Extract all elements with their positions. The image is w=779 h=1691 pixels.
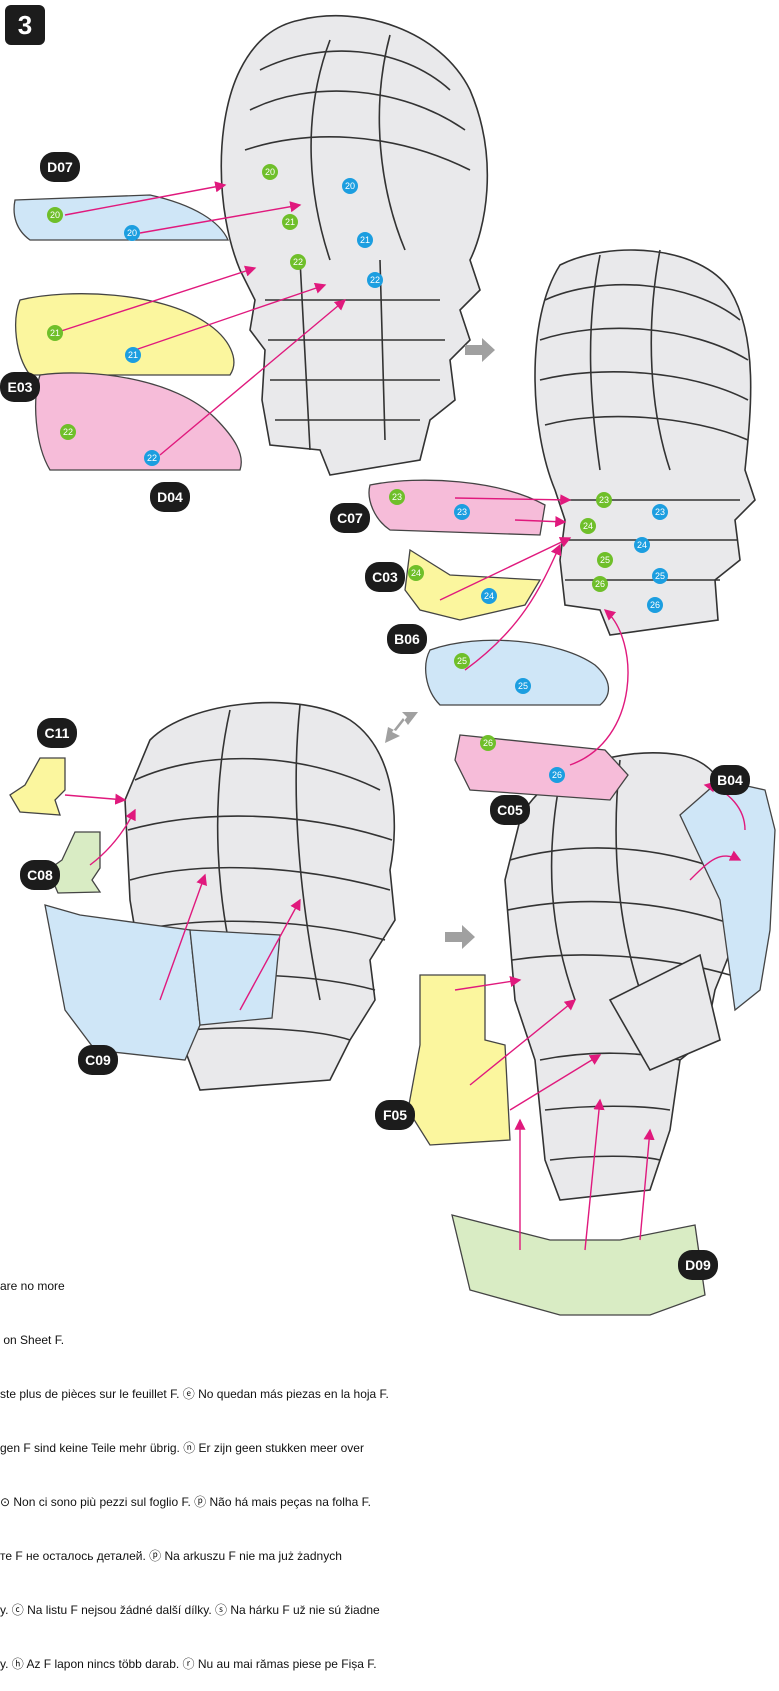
svg-text:26: 26 xyxy=(552,770,562,780)
part-c09-piece xyxy=(45,905,200,1060)
head-assembly-2 xyxy=(535,250,755,635)
note-line: gen F sind keine Teile mehr übrig. ⓝ Er … xyxy=(0,1439,460,1457)
note-line: are no more xyxy=(0,1277,460,1295)
part-d07-piece xyxy=(14,195,228,240)
svg-text:26: 26 xyxy=(595,579,605,589)
label-c07: C07 xyxy=(337,510,363,526)
svg-text:20: 20 xyxy=(127,228,137,238)
note-line: on Sheet F. xyxy=(0,1331,460,1349)
svg-text:22: 22 xyxy=(370,275,380,285)
part-c11-piece xyxy=(10,758,65,815)
part-b06-piece xyxy=(426,640,609,705)
svg-text:25: 25 xyxy=(600,555,610,565)
note-line: те F не осталось деталей. ⓟ Na arkuszu F… xyxy=(0,1547,460,1565)
label-c11: C11 xyxy=(45,725,70,741)
label-d04: D04 xyxy=(157,489,183,505)
label-d09: D09 xyxy=(685,1257,711,1273)
svg-text:22: 22 xyxy=(63,427,73,437)
svg-text:26: 26 xyxy=(483,738,493,748)
svg-text:24: 24 xyxy=(637,540,647,550)
label-c03: C03 xyxy=(372,569,398,585)
svg-text:26: 26 xyxy=(650,600,660,610)
label-c05: C05 xyxy=(497,802,523,818)
svg-text:24: 24 xyxy=(583,521,593,531)
svg-text:25: 25 xyxy=(655,571,665,581)
label-d07: D07 xyxy=(47,159,73,175)
label-c09: C09 xyxy=(85,1052,111,1068)
svg-text:20: 20 xyxy=(50,210,60,220)
label-e03: E03 xyxy=(8,379,33,395)
note-line: ⊙ Non ci sono più pezzi sul foglio F. ⓟ … xyxy=(0,1493,460,1511)
svg-text:22: 22 xyxy=(293,257,303,267)
svg-text:24: 24 xyxy=(484,591,494,601)
label-b04: B04 xyxy=(717,772,743,788)
part-d09-piece xyxy=(452,1215,705,1315)
label-f05: F05 xyxy=(383,1107,407,1123)
svg-text:23: 23 xyxy=(599,495,609,505)
part-f05-piece xyxy=(408,975,510,1145)
label-c08: C08 xyxy=(27,867,53,883)
svg-text:25: 25 xyxy=(518,681,528,691)
part-c09-piece-b xyxy=(190,930,280,1025)
svg-text:24: 24 xyxy=(411,568,421,578)
svg-text:21: 21 xyxy=(360,235,370,245)
svg-text:21: 21 xyxy=(128,350,138,360)
svg-text:20: 20 xyxy=(265,167,275,177)
svg-text:20: 20 xyxy=(345,181,355,191)
svg-text:21: 21 xyxy=(50,328,60,338)
svg-text:23: 23 xyxy=(457,507,467,517)
sheet-note-text: are no more on Sheet F. ste plus de pièc… xyxy=(0,1241,460,1691)
head-assembly-1 xyxy=(221,16,487,475)
svg-text:21: 21 xyxy=(285,217,295,227)
svg-text:22: 22 xyxy=(147,453,157,463)
svg-text:25: 25 xyxy=(457,656,467,666)
step-number-badge: 3 xyxy=(5,5,45,45)
part-d04-piece xyxy=(36,373,242,470)
svg-text:23: 23 xyxy=(392,492,402,502)
note-line: ste plus de pièces sur le feuillet F. ⓔ … xyxy=(0,1385,460,1403)
note-line: y. ⓒ Na listu F nejsou žádné další dílky… xyxy=(0,1601,460,1619)
svg-text:23: 23 xyxy=(655,507,665,517)
note-line: y. ⓗ Az F lapon nincs több darab. ⓡ Nu a… xyxy=(0,1655,460,1673)
label-b06: B06 xyxy=(394,631,420,647)
